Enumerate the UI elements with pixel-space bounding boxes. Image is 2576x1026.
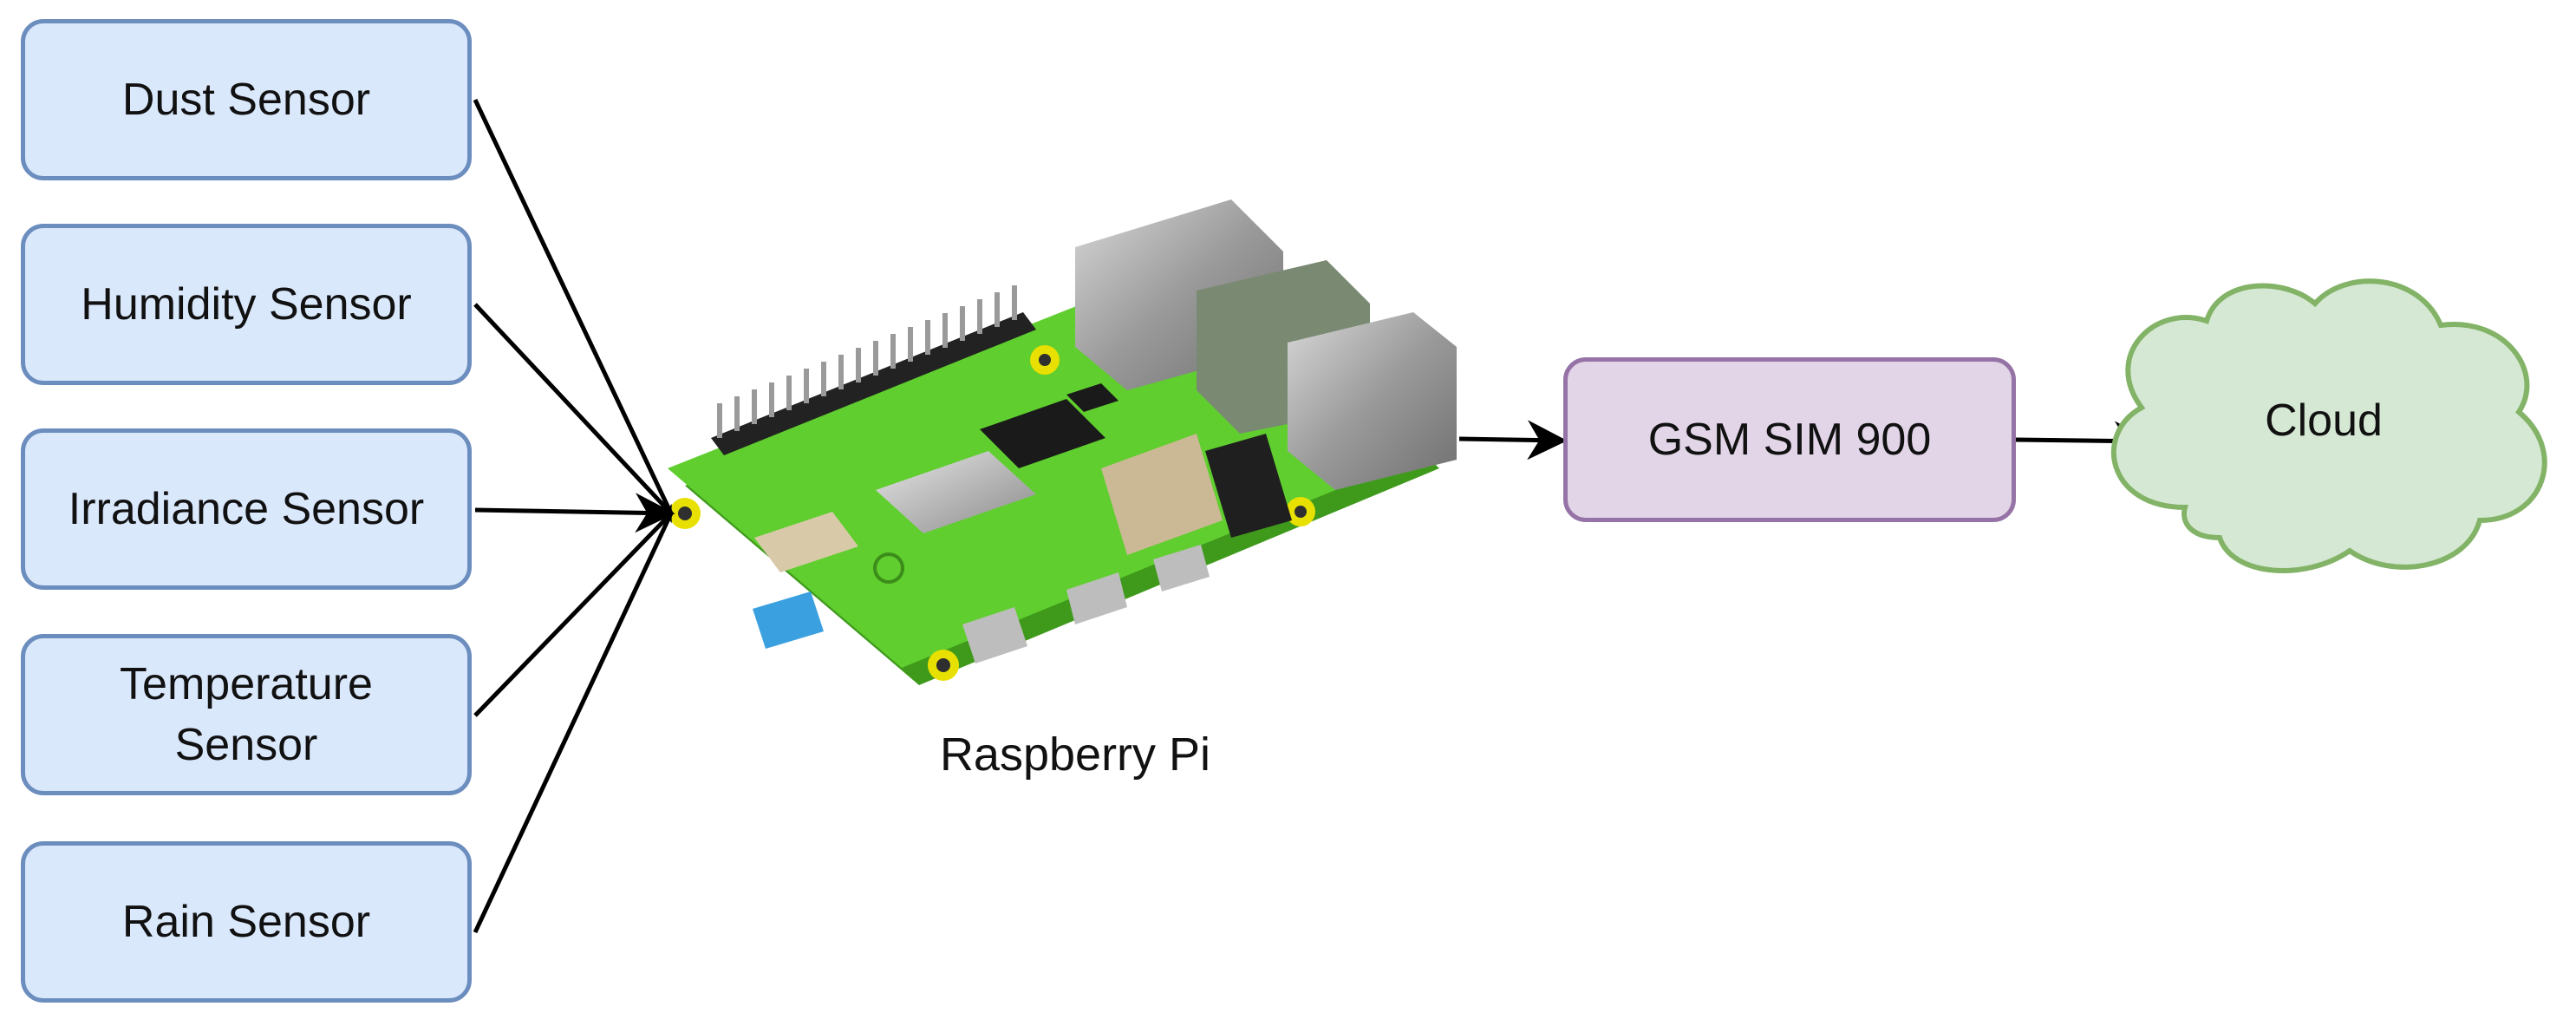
irradiance-sensor-box: Irradiance Sensor (21, 428, 472, 590)
raspberry-pi-board-icon (668, 199, 1457, 685)
irradiance-sensor-label: Irradiance Sensor (68, 483, 425, 534)
humidity-sensor-label: Humidity Sensor (81, 278, 412, 330)
temperature-sensor-box: Temperature Sensor (21, 634, 472, 795)
gsm-sim900-box: GSM SIM 900 (1563, 357, 2016, 522)
connector-pi-to-gsm (1458, 420, 1568, 461)
gsm-label: GSM SIM 900 (1647, 415, 1932, 465)
humidity-sensor-box: Humidity Sensor (21, 224, 472, 385)
rain-sensor-label: Rain Sensor (121, 896, 371, 947)
dust-sensor-label: Dust Sensor (121, 74, 371, 125)
cloud-label: Cloud (2265, 395, 2383, 446)
raspberry-pi-label: Raspberry Pi (939, 729, 1211, 781)
rain-sensor-box: Rain Sensor (21, 841, 472, 1003)
connector-humidity (473, 303, 673, 515)
temperature-sensor-label-line2: Sensor (174, 720, 318, 770)
sensor-connectors (473, 98, 675, 934)
connector-rain (473, 512, 674, 934)
dust-sensor-box: Dust Sensor (21, 19, 472, 180)
connector-irradiance (474, 493, 675, 533)
connector-dust (473, 98, 674, 515)
temperature-sensor-label-line1: Temperature (120, 658, 373, 709)
connector-temperature (473, 512, 673, 717)
cloud-shape (2110, 278, 2547, 573)
